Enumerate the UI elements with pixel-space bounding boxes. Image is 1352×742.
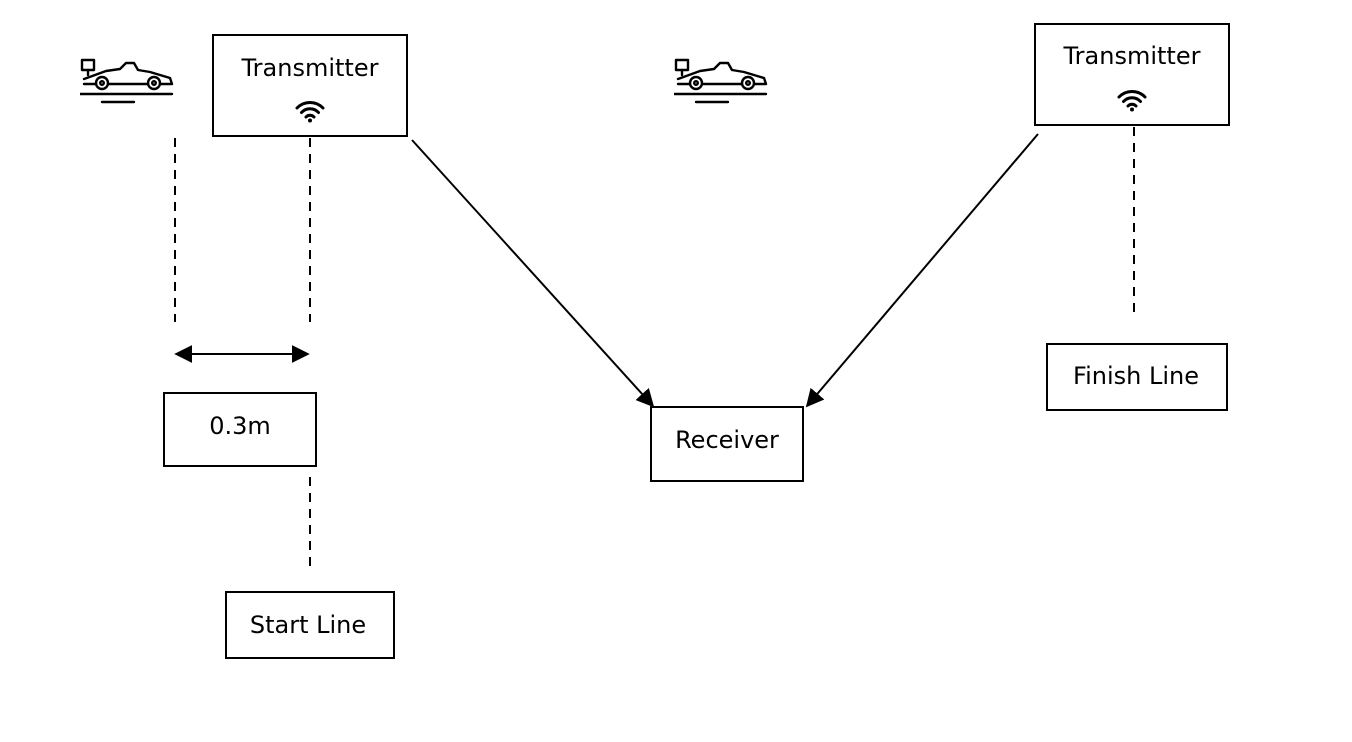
transmitter-left-label: Transmitter bbox=[241, 54, 379, 82]
finish-line-label: Finish Line bbox=[1073, 362, 1199, 390]
signal-arrow-left bbox=[411, 139, 655, 408]
race-car-icon bbox=[80, 58, 174, 104]
distance-label: 0.3m bbox=[209, 412, 271, 440]
transmitter-right: Transmitter bbox=[1034, 23, 1230, 126]
receiver-box: Receiver bbox=[650, 406, 804, 482]
start-line-box: Start Line bbox=[225, 591, 395, 659]
start-line-label: Start Line bbox=[250, 611, 366, 639]
receiver-label: Receiver bbox=[675, 426, 779, 454]
race-car-icon bbox=[674, 58, 768, 104]
transmitter-right-label: Transmitter bbox=[1063, 42, 1201, 70]
transmitter-left: Transmitter bbox=[212, 34, 408, 137]
distance-box: 0.3m bbox=[163, 392, 317, 467]
signal-arrow-right bbox=[805, 133, 1039, 408]
finish-line-box: Finish Line bbox=[1046, 343, 1228, 411]
